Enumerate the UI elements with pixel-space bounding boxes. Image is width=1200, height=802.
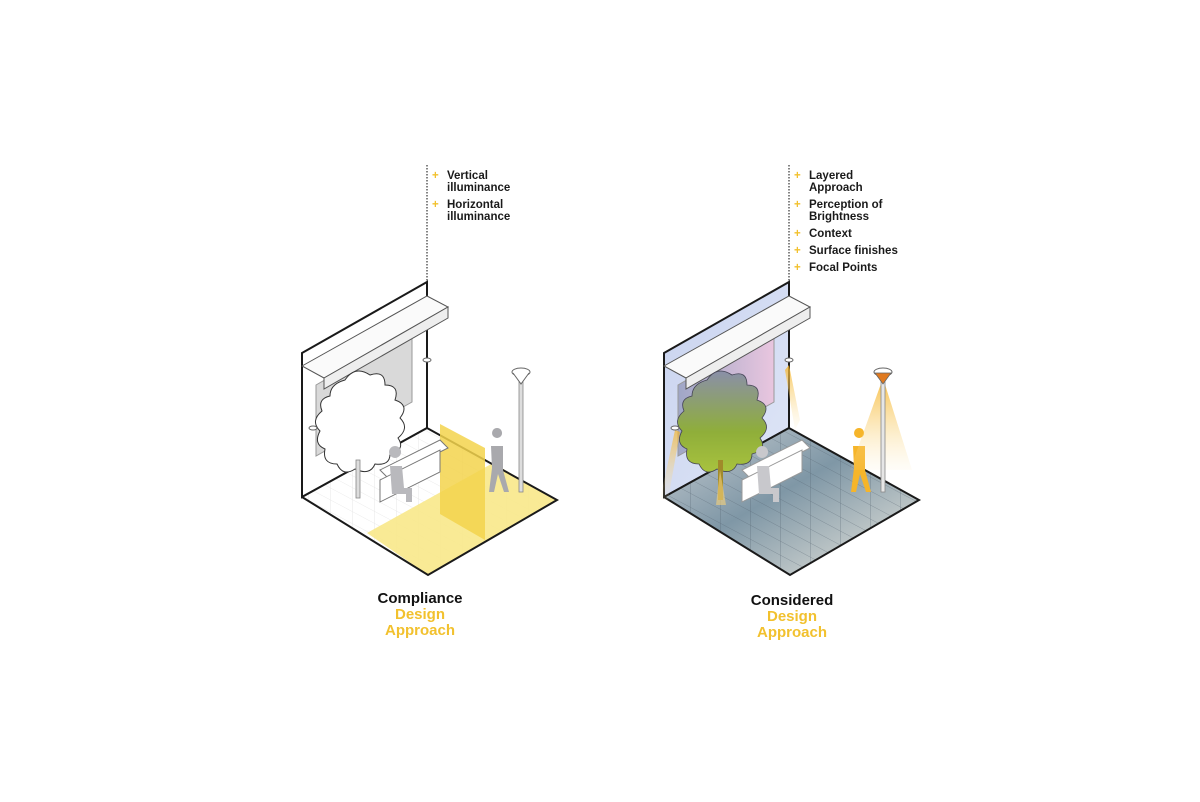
seated-person bbox=[756, 446, 779, 502]
bullet-text: Approach bbox=[809, 182, 863, 194]
bullet-text: illuminance bbox=[447, 211, 511, 223]
plus-icon: + bbox=[794, 170, 801, 182]
compliance-caption: Compliance Design Approach bbox=[340, 591, 500, 639]
caption-subtitle: Approach bbox=[384, 622, 455, 639]
bullet-text: Context bbox=[809, 228, 852, 240]
plus-icon: + bbox=[794, 199, 801, 211]
bullet-text: Layered bbox=[809, 170, 854, 182]
tree-canopy bbox=[677, 370, 767, 473]
bullet-text: Brightness bbox=[809, 211, 870, 223]
plus-icon: + bbox=[794, 245, 801, 257]
list-item: + Vertical illuminance bbox=[432, 170, 510, 194]
list-item: + Horizontal illuminance bbox=[432, 199, 510, 223]
bullet-text: Vertical bbox=[447, 170, 488, 182]
seated-person bbox=[389, 446, 412, 502]
list-item: + Perception of Brightness bbox=[794, 199, 898, 223]
plus-icon: + bbox=[432, 199, 439, 211]
plus-icon: + bbox=[432, 170, 439, 182]
caption-title: Considered bbox=[750, 592, 834, 609]
considered-criteria-list: + Layered Approach + Perception of Brigh… bbox=[794, 170, 898, 279]
bullet-text: Focal Points bbox=[809, 262, 878, 274]
bullet-text: Horizontal bbox=[447, 199, 504, 211]
caption-subtitle: Design bbox=[766, 608, 817, 625]
plus-icon: + bbox=[794, 228, 801, 240]
considered-caption: Considered Design Approach bbox=[712, 593, 872, 641]
plus-icon: + bbox=[794, 262, 801, 274]
bullet-text: Surface finishes bbox=[809, 245, 898, 257]
list-item: + Focal Points bbox=[794, 262, 898, 274]
lamp-post bbox=[880, 377, 886, 493]
list-item: + Context bbox=[794, 228, 898, 240]
caption-subtitle: Design bbox=[394, 606, 445, 623]
caption-subtitle: Approach bbox=[756, 624, 827, 641]
bullet-text: Perception of bbox=[809, 199, 883, 211]
compliance-criteria-list: + Vertical illuminance + Horizontal illu… bbox=[432, 170, 510, 228]
caption-title: Compliance bbox=[377, 590, 463, 607]
walking-person bbox=[489, 428, 509, 492]
list-item: + Surface finishes bbox=[794, 245, 898, 257]
list-item: + Layered Approach bbox=[794, 170, 898, 194]
tree-outline bbox=[315, 370, 405, 473]
bullet-text: illuminance bbox=[447, 182, 511, 194]
